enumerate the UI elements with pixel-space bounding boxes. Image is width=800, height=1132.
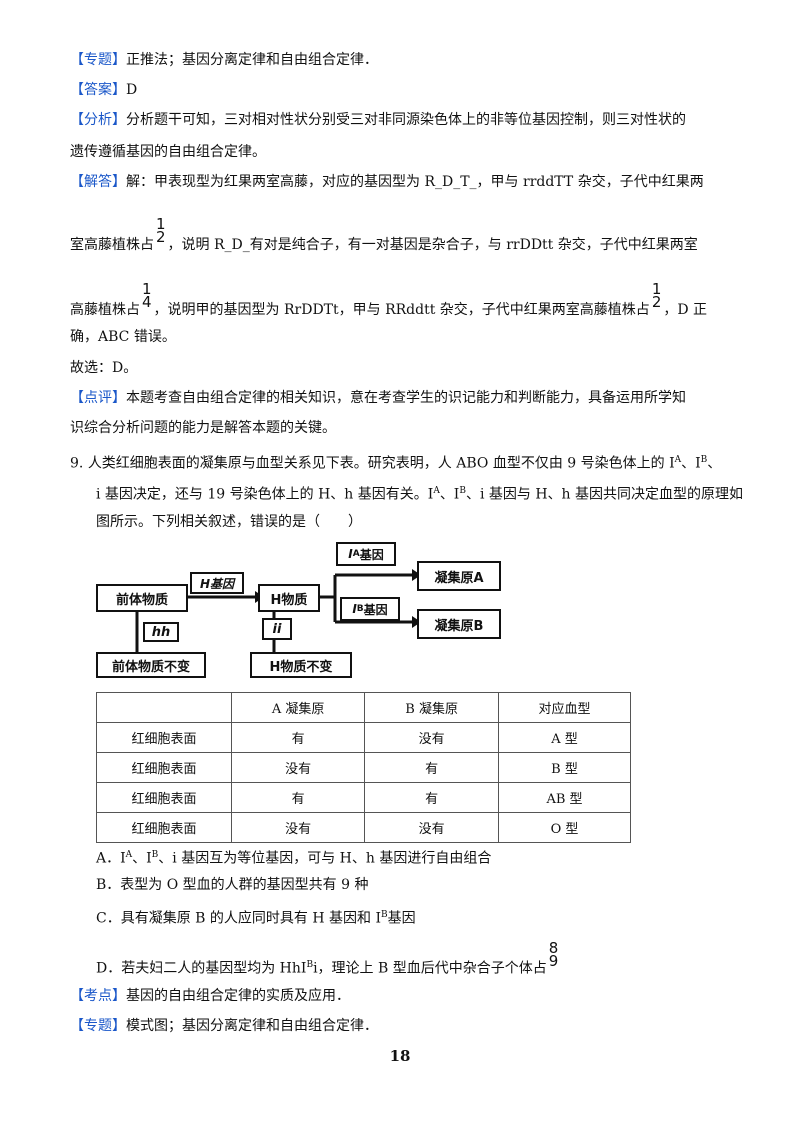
table-cell: B 型 [497, 752, 632, 783]
h-gene-box: H基因 [190, 572, 244, 594]
solution-text-1: 解：甲表现型为红果两室高藤，对应的基因型为 R_D_T_，甲与 rrddTT 杂… [126, 174, 704, 190]
solution-line-1: 【解答】解：甲表现型为红果两室高藤，对应的基因型为 R_D_T_，甲与 rrdd… [70, 172, 730, 192]
point-tag: 【考点】 [70, 988, 126, 1004]
question9-line-3: 图所示。下列相关叙述，错误的是（ ） [96, 514, 362, 530]
table-cell: 没有 [364, 812, 499, 843]
solution-text-4: 确，ABC 错误。 [70, 329, 176, 345]
table-cell: 没有 [230, 752, 366, 783]
h-substance-box: H物质 [258, 584, 320, 612]
point-line: 【考点】基因的自由组合定律的实质及应用． [70, 988, 350, 1004]
table-cell: 没有 [230, 812, 366, 843]
topic-tag-2: 【专题】 [70, 1018, 126, 1034]
table-cell: 红细胞表面 [96, 812, 232, 843]
table-cell: 红细胞表面 [96, 782, 232, 813]
table-cell: 有 [364, 752, 499, 783]
answer-tag: 【答案】 [70, 82, 126, 98]
table-header-row: A 凝集原 B 凝集原 对应血型 [96, 692, 632, 723]
precursor-box: 前体物质 [96, 584, 188, 612]
question9-line-2: i 基因决定，还与 19 号染色体上的 H、h 基因有关。IA、IB、i 基因与… [96, 486, 744, 503]
table-cell: 有 [230, 782, 366, 813]
solution-text-2b: ，说明 R_D_有对是纯合子，有一对基因是杂合子，与 rrDDtt 杂交，子代中… [167, 237, 698, 253]
question9-line-1: 9. 人类红细胞表面的凝集原与血型关系见下表。研究表明，人 ABO 血型不仅由 … [70, 455, 722, 472]
table-row: 红细胞表面 没有 有 B 型 [96, 752, 632, 783]
question-stem-1a: 人类红细胞表面的凝集原与血型关系见下表。研究表明，人 ABO 血型不仅由 9 号… [87, 455, 675, 472]
answer-text: D [126, 82, 138, 98]
table-header [96, 692, 232, 723]
table-cell: 有 [364, 782, 499, 813]
table-cell: 红细胞表面 [96, 722, 232, 753]
solution-text-3a: 高藤植株占 [70, 302, 140, 318]
page-number: 18 [389, 1047, 411, 1065]
topic-line: 【专题】正推法；基因分离定律和自由组合定律． [70, 50, 730, 70]
analysis-text-1: 分析题干可知，三对相对性状分别受三对非同源染色体上的非等位基因控制，则三对性状的 [126, 112, 686, 128]
analysis-tag: 【分析】 [70, 112, 126, 128]
comment-text-1: 本题考查自由组合定律的相关知识，意在考查学生的识记能力和判断能力，具备运用所学知 [126, 390, 686, 406]
solution-tag: 【解答】 [70, 174, 126, 190]
blood-type-table: A 凝集原 B 凝集原 对应血型 红细胞表面 有 没有 A 型 红细胞表面 没有… [96, 692, 632, 843]
table-header: 对应血型 [497, 692, 632, 723]
table-header: A 凝集原 [230, 692, 366, 723]
table-cell: AB 型 [497, 782, 632, 813]
analysis-text-2: 遗传遵循基因的自由组合定律。 [70, 144, 266, 160]
comment-tag: 【点评】 [70, 390, 126, 406]
table-row: 红细胞表面 有 没有 A 型 [96, 722, 632, 753]
option-b: B．表型为 O 型血的人群的基因型共有 9 种 [96, 877, 369, 893]
solution-text-2a: 室高藤植株占 [70, 237, 154, 253]
agglutinogen-b-box: 凝集原B [417, 609, 501, 639]
table-row: 红细胞表面 有 有 AB 型 [96, 782, 632, 813]
option-a: A．IA、IB、i 基因互为等位基因，可与 H、h 基因进行自由组合 [96, 850, 492, 867]
table-row: 红细胞表面 没有 没有 O 型 [96, 812, 632, 843]
answer-line: 【答案】D [70, 80, 730, 100]
analysis-line: 【分析】分析题干可知，三对相对性状分别受三对非同源染色体上的非等位基因控制，则三… [70, 110, 730, 130]
hh-box: hh [143, 622, 179, 642]
topic-tag: 【专题】 [70, 52, 126, 68]
option-c: C．具有凝集原 B 的人应同时具有 H 基因和 IB基因 [96, 910, 416, 927]
table-cell: 有 [230, 722, 366, 753]
agglutinogen-a-box: 凝集原A [417, 561, 501, 591]
solution-text-3b: ，说明甲的基因型为 RrDDTt，甲与 RRddtt 杂交，子代中红果两室高藤植… [153, 302, 650, 318]
table-cell: O 型 [497, 812, 632, 843]
question-number: 9. [70, 455, 84, 472]
comment-text-2: 识综合分析问题的能力是解答本题的关键。 [70, 420, 336, 436]
topic-line-2: 【专题】模式图；基因分离定律和自由组合定律． [70, 1018, 378, 1034]
solution-text-3c: ，D 正 [663, 302, 708, 318]
h-unchanged-box: H物质不变 [250, 652, 352, 678]
table-cell: 没有 [364, 722, 499, 753]
table-cell: A 型 [497, 722, 632, 753]
comment-line: 【点评】本题考查自由组合定律的相关知识，意在考查学生的识记能力和判断能力，具备运… [70, 388, 730, 408]
table-header: B 凝集原 [364, 692, 499, 723]
topic-text: 正推法；基因分离定律和自由组合定律． [126, 52, 378, 68]
ii-box: ii [262, 618, 292, 640]
precursor-unchanged-box: 前体物质不变 [96, 652, 206, 678]
table-cell: 红细胞表面 [96, 752, 232, 783]
choice-text: 故选：D。 [70, 360, 138, 376]
